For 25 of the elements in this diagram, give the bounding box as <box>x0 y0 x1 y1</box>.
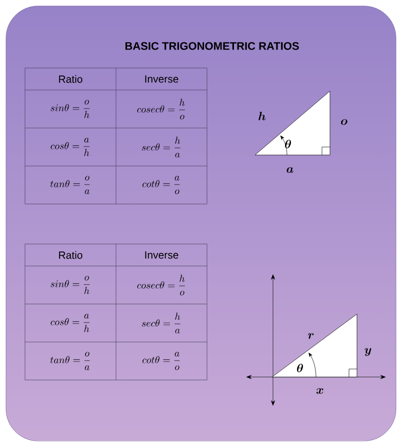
formula: $cos\theta=\frac{a}{h}$ <box>50 314 90 332</box>
column-header: Inverse <box>145 75 178 83</box>
side-label: $y$ <box>364 348 372 356</box>
formula: $cot\theta=\frac{a}{o}$ <box>142 176 180 194</box>
formula: $tan\theta=\frac{o}{a}$ <box>50 352 90 370</box>
formula: $tan\theta=\frac{o}{a}$ <box>50 176 90 194</box>
side-label: $a$ <box>286 167 294 173</box>
formula: $cosec\theta=\frac{h}{o}$ <box>137 98 185 120</box>
formula: $cot\theta=\frac{a}{o}$ <box>142 352 180 370</box>
formula: $sin\theta=\frac{o}{h}$ <box>50 100 90 118</box>
formula: $sec\theta=\frac{h}{a}$ <box>142 136 180 158</box>
side-label: $x$ <box>316 388 324 394</box>
title: BASIC TRIGONOMETRIC RATIOS <box>125 42 299 50</box>
formula: $cosec\theta=\frac{h}{o}$ <box>137 274 185 296</box>
side-label: $\theta$ <box>284 140 291 148</box>
side-label: $o$ <box>341 119 348 125</box>
column-header: Ratio <box>59 75 82 83</box>
side-label: $r$ <box>308 333 314 339</box>
side-label: $\theta$ <box>296 364 303 372</box>
formula: $cos\theta=\frac{a}{h}$ <box>50 138 90 156</box>
column-header: Ratio <box>59 251 82 259</box>
column-header: Inverse <box>145 251 178 259</box>
side-label: $h$ <box>258 112 266 120</box>
formula: $sec\theta=\frac{h}{a}$ <box>142 312 180 334</box>
formula: $sin\theta=\frac{o}{h}$ <box>50 276 90 294</box>
